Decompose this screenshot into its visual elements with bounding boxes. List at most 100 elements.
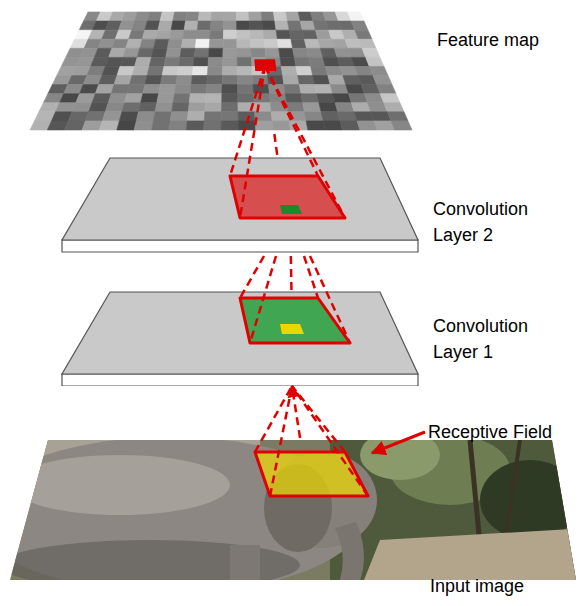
feature-cell [358, 39, 376, 48]
feature-cell [281, 66, 297, 75]
feature-cell [253, 85, 269, 94]
feature-cell [222, 66, 237, 75]
callout-arrow [372, 432, 425, 453]
feature-cell [141, 94, 159, 103]
feature-cell [210, 21, 223, 30]
feature-cell [321, 112, 340, 121]
feature-cell [249, 12, 262, 21]
feature-cell [269, 94, 286, 103]
feature-cell [186, 12, 200, 21]
feature-cell [252, 76, 268, 85]
connector [290, 256, 293, 290]
feature-cell [190, 85, 206, 94]
feature-cell [172, 103, 190, 112]
projection-line [265, 66, 318, 176]
feature-cell [137, 48, 153, 57]
feature-cell [238, 112, 255, 121]
slab-top [62, 292, 418, 374]
feature-cell [262, 21, 276, 30]
feature-cell [222, 94, 238, 103]
feature-cell [132, 66, 149, 75]
feature-cell [298, 76, 315, 85]
feature-cell [338, 112, 357, 121]
feature-highlight [254, 59, 276, 71]
feature-cell [179, 57, 195, 66]
feature-cell [237, 57, 252, 66]
feature-cell [333, 94, 352, 103]
feature-cell [237, 30, 251, 39]
feature-cell [294, 57, 310, 66]
projection-line [250, 256, 276, 343]
feature-cell [135, 57, 152, 66]
feature-cell [170, 112, 188, 121]
feature-cell [138, 103, 156, 112]
connector [274, 134, 277, 156]
feature-cell [271, 112, 289, 121]
conv-layer-plate-shape [60, 290, 422, 386]
feature-cell [221, 103, 238, 112]
feature-cell [309, 57, 326, 66]
layer-label: Convolution Layer 1 [433, 313, 563, 365]
projection-line [265, 66, 345, 218]
feature-cell [288, 112, 306, 121]
feature-cell [306, 121, 325, 130]
input-image: Input image [8, 438, 578, 582]
projection-line [240, 66, 265, 218]
photo-trunk [505, 440, 520, 540]
layer-label: Input image [430, 573, 570, 599]
feature-cell [192, 66, 208, 75]
feature-cell [340, 121, 360, 130]
feature-cell [265, 48, 280, 57]
feature-cell [348, 12, 364, 21]
feature-cell [284, 85, 301, 94]
inner-unit [280, 205, 302, 214]
feature-cell [160, 12, 175, 21]
feature-cell [255, 121, 273, 130]
feature-cell [177, 66, 193, 75]
feature-cell [264, 39, 279, 48]
feature-cell [273, 12, 287, 21]
feature-cell [221, 112, 238, 121]
elephant-highlight [10, 455, 230, 515]
feature-cell [108, 94, 127, 103]
feature-cell [289, 121, 308, 130]
feature-cell [120, 57, 137, 66]
feature-cell [117, 66, 135, 75]
feature-cell [277, 39, 292, 48]
elephant-shadow [8, 540, 300, 582]
elephant-trunk [335, 522, 364, 582]
feature-cell [156, 30, 171, 39]
feature-cell [169, 121, 187, 130]
feature-cell [377, 85, 396, 94]
feature-cell [222, 76, 237, 85]
feature-cell [123, 48, 140, 57]
feature-cell [355, 30, 372, 39]
conv-layer-plate: Convolution Layer 2 [60, 156, 422, 256]
feature-cell [153, 112, 171, 121]
feature-cell [160, 76, 177, 85]
region-highlight [230, 176, 345, 218]
feature-cell [130, 76, 148, 85]
conv-layer-plate-shape [60, 156, 422, 256]
feature-cell [288, 21, 303, 30]
receptive-field-area [255, 452, 368, 496]
feature-cell [224, 21, 237, 30]
feature-cell [222, 85, 238, 94]
feature-cell [186, 121, 204, 130]
feature-cell [387, 112, 408, 121]
layer-label: Feature map [437, 27, 584, 53]
feature-cell [145, 76, 162, 85]
feature-cell [158, 21, 173, 30]
photo-ground [360, 528, 578, 582]
feature-cell [223, 39, 237, 48]
feature-cell [191, 76, 207, 85]
feature-cell [238, 85, 254, 94]
feature-cell [149, 57, 165, 66]
layer-label: Convolution Layer 2 [433, 196, 563, 248]
feature-cell [250, 30, 264, 39]
feature-cell [117, 121, 137, 130]
feature-map-plane: Feature map [28, 10, 414, 134]
feature-cell [147, 66, 164, 75]
feature-cell [255, 112, 273, 121]
elephant-photo [8, 438, 578, 582]
